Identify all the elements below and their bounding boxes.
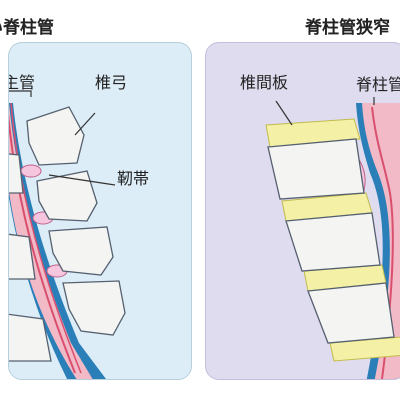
- intervertebral-disc: [265, 118, 361, 148]
- normal-spine-panel: 主管 椎弓 靭帯: [8, 42, 192, 380]
- stenosis-panel: 椎間板 脊柱管: [205, 42, 400, 380]
- vertebral-arch-label: 椎弓: [95, 73, 128, 92]
- ligament-label: 靭帯: [117, 169, 150, 188]
- normal-spine-illustration: [9, 90, 126, 379]
- stenosis-title: 脊柱管狭窄: [305, 18, 390, 38]
- vertebral-body: [9, 233, 36, 280]
- spinal-canal-label: 脊柱管: [356, 75, 400, 94]
- disc-label: 椎間板: [240, 73, 289, 92]
- disc-leader-line: [275, 100, 293, 126]
- arch-leader-line: [74, 112, 96, 136]
- ligament-leader-line: [48, 174, 116, 186]
- ligament: [20, 164, 42, 178]
- vertebral-body: [307, 282, 395, 344]
- vertebral-arch: [26, 106, 85, 166]
- vertebral-arch: [48, 226, 114, 276]
- cord-line-2: [10, 102, 82, 374]
- cord-line: [9, 113, 76, 374]
- vertebral-arch: [62, 280, 126, 336]
- vertebral-body: [267, 138, 365, 200]
- vertebral-arch: [36, 170, 98, 222]
- canal-bracket: [9, 90, 32, 97]
- vertebral-body: [9, 313, 52, 362]
- normal-spine-title: い脊柱管: [0, 18, 54, 38]
- vertebral-body: [285, 212, 381, 272]
- stenosis-illustration: [265, 97, 400, 379]
- vertebral-body: [9, 153, 24, 194]
- spinal-canal-label: 主管: [9, 73, 36, 92]
